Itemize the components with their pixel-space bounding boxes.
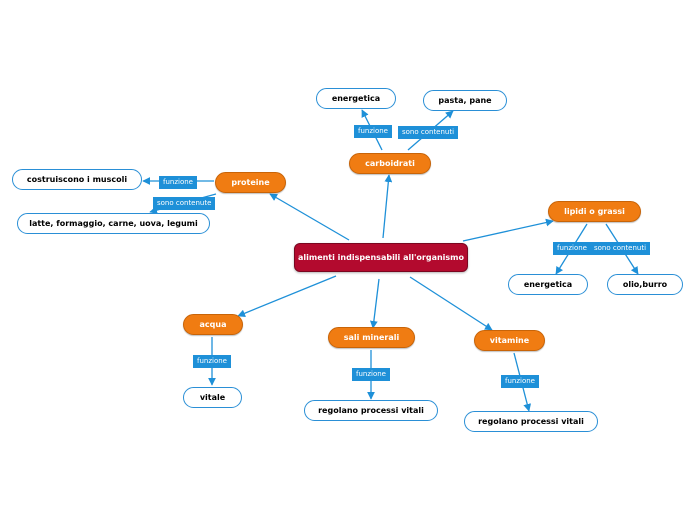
branch-vitamine[interactable]: vitamine [474, 330, 545, 351]
leaf-acqua-funzione-label: vitale [199, 393, 226, 402]
leaf-carboidrati-funzione[interactable]: energetica [316, 88, 396, 109]
leaf-sali-funzione[interactable]: regolano processi vitali [304, 400, 438, 421]
tag-lipidi-funzione: funzione [553, 242, 591, 255]
branch-acqua[interactable]: acqua [183, 314, 243, 335]
branch-acqua-label: acqua [199, 320, 227, 329]
leaf-proteine-funzione[interactable]: costruiscono i muscoli [12, 169, 142, 190]
central-topic-label: alimenti indispensabili all'organismo [297, 253, 465, 262]
leaf-proteine-contenute-label: latte, formaggio, carne, uova, legumi [29, 219, 198, 228]
branch-sali-minerali[interactable]: sali minerali [328, 327, 415, 348]
branch-proteine-label: proteine [231, 178, 270, 187]
tag-sali-funzione: funzione [352, 368, 390, 381]
tag-carboidrati-contenuti: sono contenuti [398, 126, 459, 139]
branch-sali-minerali-label: sali minerali [343, 333, 400, 342]
tag-vitamine-funzione: funzione [501, 375, 539, 388]
tag-proteine-contenute: sono contenute [153, 197, 216, 210]
branch-proteine[interactable]: proteine [215, 172, 286, 193]
leaf-lipidi-contenuti[interactable]: olio,burro [607, 274, 683, 295]
leaf-carboidrati-funzione-label: energetica [331, 94, 381, 103]
branch-vitamine-label: vitamine [489, 336, 530, 345]
leaf-carboidrati-contenuti-label: pasta, pane [438, 96, 492, 105]
tag-acqua-funzione: funzione [193, 355, 231, 368]
tag-proteine-funzione: funzione [159, 176, 197, 189]
leaf-vitamine-funzione[interactable]: regolano processi vitali [464, 411, 598, 432]
branch-lipidi[interactable]: lipidi o grassi [548, 201, 641, 222]
tag-lipidi-contenuti: sono contenuti [590, 242, 651, 255]
leaf-proteine-funzione-label: costruiscono i muscoli [26, 175, 128, 184]
leaf-sali-funzione-label: regolano processi vitali [318, 406, 424, 415]
branch-carboidrati-label: carboidrati [365, 159, 415, 168]
leaf-lipidi-funzione-label: energetica [523, 280, 573, 289]
leaf-proteine-contenute[interactable]: latte, formaggio, carne, uova, legumi [17, 213, 210, 234]
central-topic[interactable]: alimenti indispensabili all'organismo [294, 243, 468, 272]
leaf-carboidrati-contenuti[interactable]: pasta, pane [423, 90, 507, 111]
leaf-acqua-funzione[interactable]: vitale [183, 387, 242, 408]
leaf-lipidi-contenuti-label: olio,burro [622, 280, 668, 289]
branch-lipidi-label: lipidi o grassi [564, 207, 625, 216]
branch-carboidrati[interactable]: carboidrati [349, 153, 431, 174]
tag-carboidrati-funzione: funzione [354, 125, 392, 138]
leaf-lipidi-funzione[interactable]: energetica [508, 274, 588, 295]
leaf-vitamine-funzione-label: regolano processi vitali [478, 417, 584, 426]
